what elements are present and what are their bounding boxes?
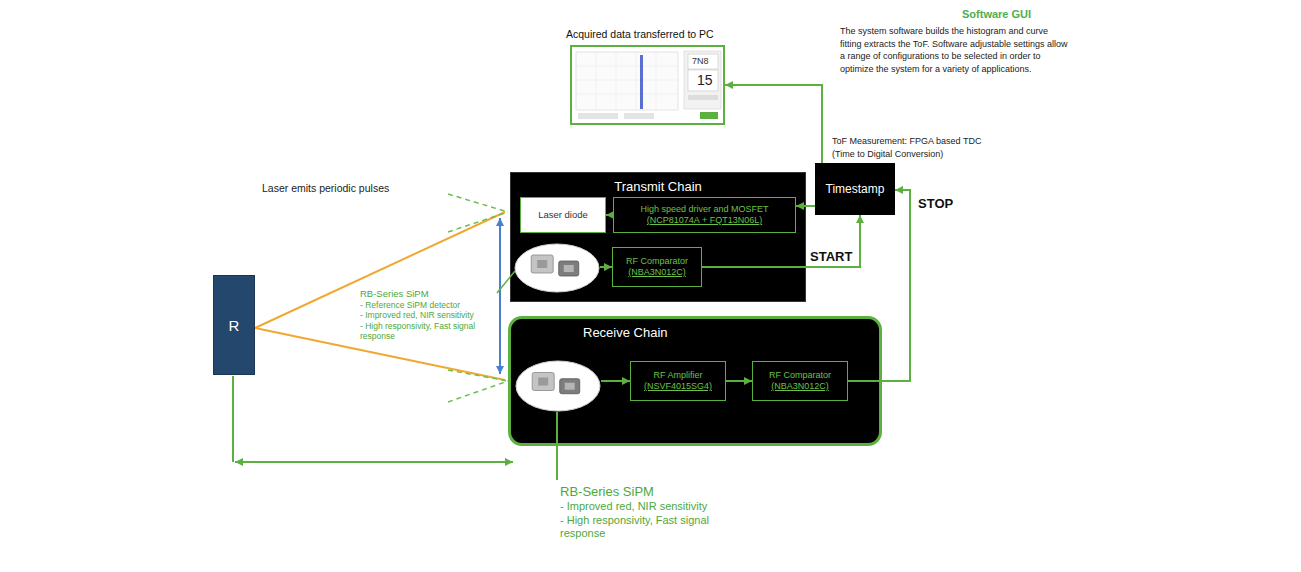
- node-text: (NSVF4015SG4): [644, 381, 712, 392]
- text-group: Acquired data transferred to PC: [566, 28, 766, 41]
- node-text: - Improved red, NIR sensitivity: [360, 310, 494, 321]
- node-text: - High responsivity, Fast signal respons…: [560, 514, 735, 541]
- text-group: RB-Series SiPM- Reference SiPM detector-…: [360, 288, 494, 342]
- side-panel: [684, 51, 721, 109]
- sensor-outline: [514, 243, 600, 293]
- toolbar-button: [700, 112, 718, 119]
- sensor-outline: [515, 360, 601, 412]
- toolbar: [578, 113, 618, 119]
- sipm-chip: [532, 372, 554, 390]
- node-text: R: [229, 317, 240, 334]
- sipm-die: [565, 383, 575, 390]
- label-box: Laser emits periodic pulses: [262, 182, 389, 194]
- sensor-oval: RB-Series SiPM- Reference SiPM detector-…: [514, 243, 600, 293]
- chain-panel: Receive ChainRB-Series SiPM- Improved re…: [508, 316, 882, 446]
- histogram-peak: [640, 55, 643, 109]
- signal-connector: [725, 85, 822, 163]
- readout-box: [688, 70, 718, 91]
- note-text: 15: [697, 72, 713, 88]
- oval-shape: [515, 244, 599, 292]
- label-box: 15: [697, 72, 713, 88]
- sipm-die: [564, 265, 574, 272]
- sipm-chip: [531, 255, 553, 273]
- node-text: RF Comparator: [769, 370, 831, 381]
- signal-connector: [702, 215, 860, 267]
- beam-line: [255, 328, 505, 380]
- node-text: Acquired data transferred to PC: [566, 28, 766, 41]
- node-text: - High responsivity, Fast signal respons…: [360, 321, 494, 342]
- signal-connector: [600, 266, 612, 268]
- node-text: (NBA3N012C): [628, 267, 686, 278]
- label-box: Software GUI: [962, 8, 1031, 20]
- edge-label-box: START: [808, 249, 854, 264]
- node-text: Transmit Chain: [614, 179, 702, 195]
- note-text: Software GUI: [962, 8, 1031, 20]
- process-box: Timestamp: [815, 163, 895, 215]
- signal-connector: [606, 214, 613, 216]
- field-of-view: [448, 194, 508, 402]
- process-box: Laser diode: [520, 197, 606, 233]
- dashed-line: [448, 194, 508, 212]
- node-text: RF Amplifier: [653, 370, 702, 381]
- node-text: RB-Series SiPM: [360, 288, 494, 300]
- node-text: High speed driver and MOSFET: [640, 204, 768, 215]
- node-text: Timestamp: [826, 182, 885, 196]
- sensor-oval: RB-Series SiPM- Improved red, NIR sensit…: [515, 360, 601, 412]
- label-box: 7N8: [692, 56, 709, 66]
- readout-box: [688, 54, 718, 69]
- sipm-chip: [560, 379, 580, 394]
- process-box: RF Amplifier(NSVF4015SG4): [630, 361, 726, 401]
- distance-arrow: [235, 461, 513, 463]
- signal-connector: [796, 205, 815, 207]
- edge-label-box: STOP: [916, 196, 955, 211]
- oval-shape: [516, 361, 600, 411]
- process-box: RF Comparator(NBA3N012C): [752, 361, 848, 401]
- screenshot: [572, 47, 723, 123]
- beam-line: [255, 212, 505, 328]
- target-box: R: [213, 275, 255, 375]
- screen-bg: [572, 47, 723, 123]
- sipm-die: [537, 260, 547, 268]
- signal-connector: [726, 380, 752, 382]
- node-text: (NBA3N012C): [771, 381, 829, 392]
- laser-beams: [255, 212, 505, 380]
- signal-name: STOP: [916, 196, 955, 211]
- separation-arrow: [499, 218, 501, 374]
- chain-panel: Transmit ChainLaser diode High speed driv…: [510, 172, 806, 302]
- node-text: RB-Series SiPM: [560, 484, 735, 500]
- signal-connector: [601, 380, 630, 382]
- process-box: RF Comparator(NBA3N012C): [612, 247, 702, 287]
- leader-line: [556, 412, 558, 480]
- process-box: High speed driver and MOSFET(NCP81074A +…: [613, 197, 796, 233]
- sipm-die: [538, 377, 548, 385]
- label-box: The system software builds the histogram…: [840, 25, 1070, 75]
- distance-line: [232, 376, 234, 462]
- signal-name: START: [808, 249, 854, 264]
- note-text: Laser emits periodic pulses: [262, 182, 389, 194]
- dashed-line: [448, 381, 508, 402]
- note-text: The system software builds the histogram…: [840, 25, 1070, 75]
- toolbar: [624, 113, 654, 119]
- node-text: RF Comparator: [626, 256, 688, 267]
- note-text: ToF Measurement: FPGA based TDC (Time to…: [832, 135, 997, 160]
- leader-line: [497, 271, 515, 293]
- node-text: - Reference SiPM detector: [360, 300, 494, 311]
- panel-control: [688, 95, 718, 100]
- signal-connector: [848, 190, 910, 381]
- node-text: Laser diode: [538, 209, 588, 221]
- plot-grid: [576, 52, 678, 110]
- node-text: (NCP81074A + FQT13N06L): [647, 215, 762, 226]
- node-text: - Improved red, NIR sensitivity: [560, 500, 735, 514]
- note-text: 7N8: [692, 56, 709, 66]
- label-box: ToF Measurement: FPGA based TDC (Time to…: [832, 135, 997, 160]
- text-group: RB-Series SiPM- Improved red, NIR sensit…: [560, 484, 735, 541]
- sipm-chip: [559, 261, 579, 276]
- plot-area: [576, 52, 678, 110]
- node-text: Receive Chain: [583, 325, 668, 341]
